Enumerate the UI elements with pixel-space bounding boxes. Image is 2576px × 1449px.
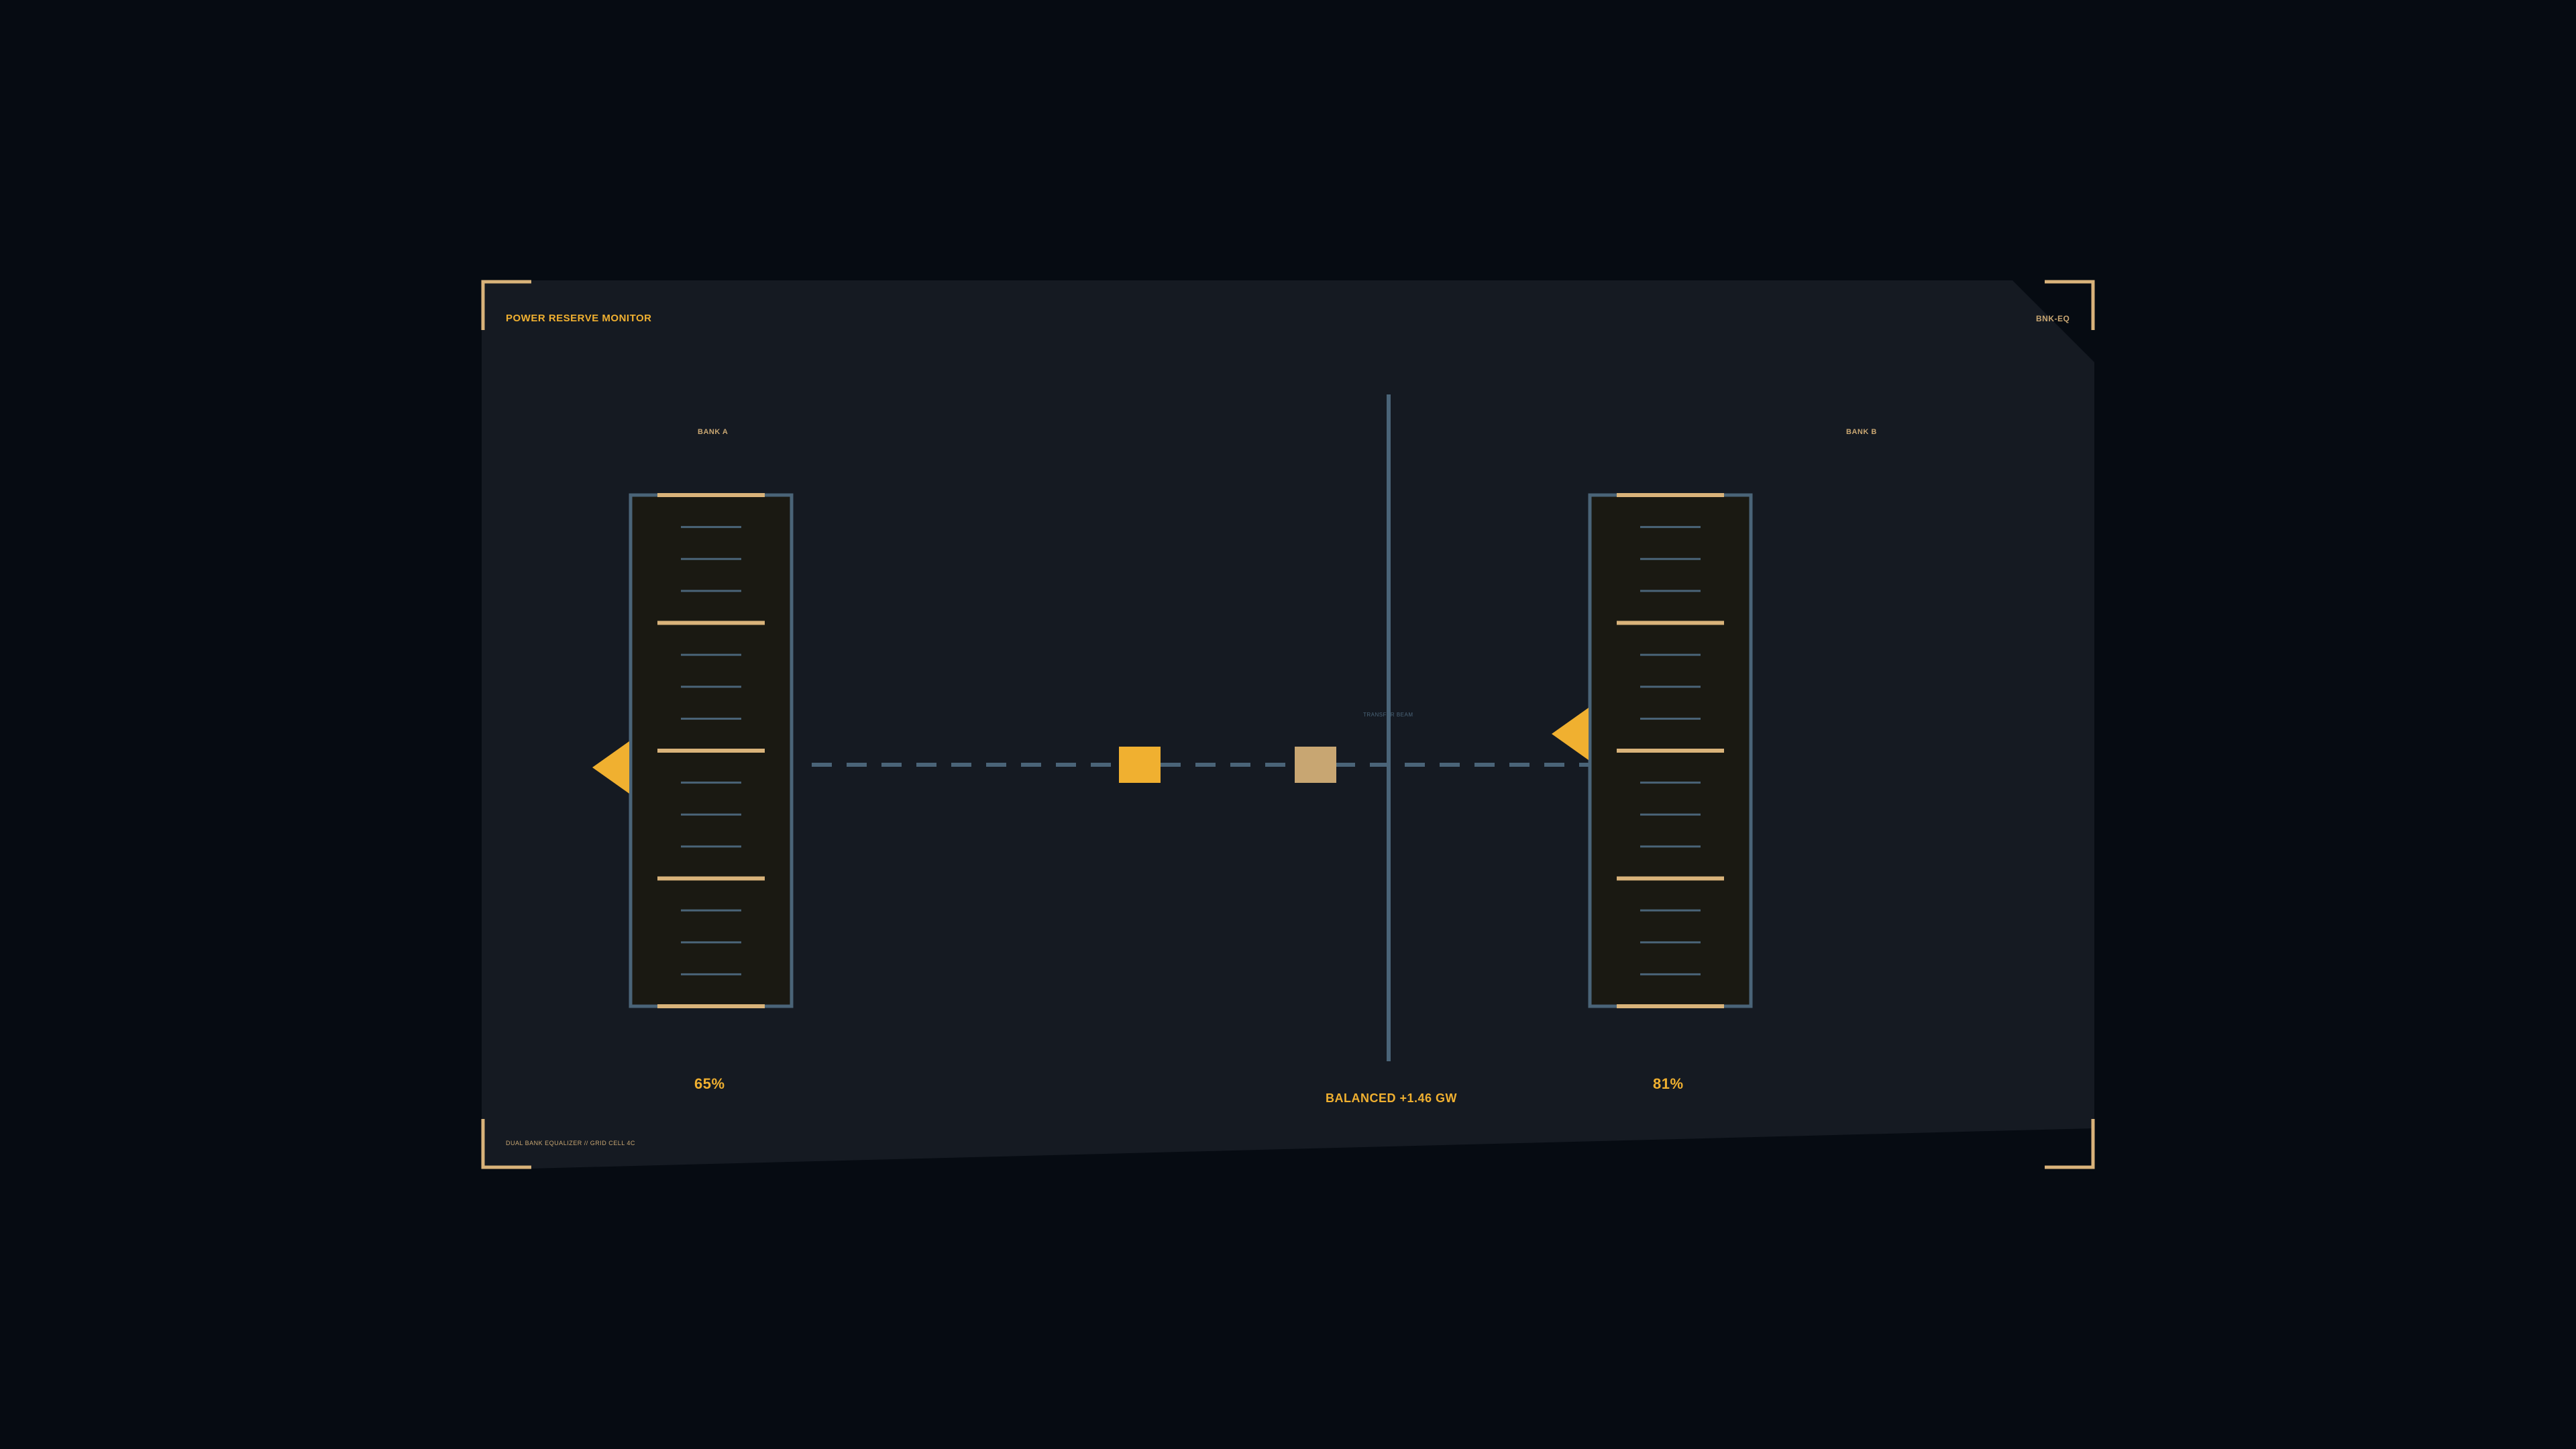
balance-axis-label: TRANSFER BEAM [1363, 712, 1413, 718]
balance-status: BALANCED +1.46 GW [1326, 1091, 1458, 1105]
bank-b-level-readout: 81% [1653, 1075, 1684, 1092]
bank-b-gauge [1588, 493, 1753, 1008]
corner-bracket-top-right [2045, 280, 2095, 330]
bank-a-label: BANK A [698, 428, 729, 436]
bank-a-gauge [629, 493, 794, 1008]
bank-b-level-pointer-icon [1552, 708, 1589, 760]
corner-bracket-bottom-right [2045, 1119, 2095, 1169]
footer-caption: DUAL BANK EQUALIZER // GRID CELL 4C [506, 1140, 635, 1146]
transfer-secondary-marker [1295, 747, 1336, 783]
bank-a-level-pointer-icon [592, 741, 629, 794]
bank-b-label: BANK B [1846, 428, 1877, 436]
transfer-primary-marker [1119, 747, 1161, 783]
bank-a-level-readout: 65% [694, 1075, 725, 1092]
corner-bracket-bottom-left [481, 1119, 531, 1169]
panel-code: BNK-EQ [2036, 314, 2070, 323]
page-title: POWER RESERVE MONITOR [506, 313, 652, 324]
corner-bracket-top-left [481, 280, 531, 330]
